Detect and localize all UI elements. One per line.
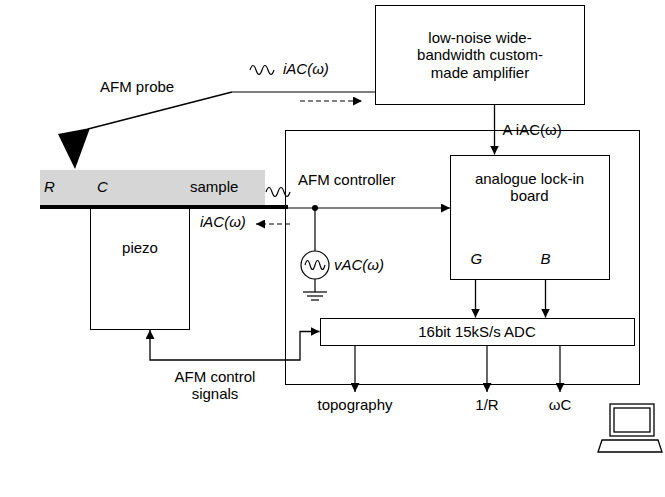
piezo-box: piezo	[90, 209, 190, 330]
signal-label: topography	[317, 396, 392, 413]
sample-band: sample	[40, 170, 265, 205]
node-title: low-noise wide-bandwidth custom-made amp…	[415, 29, 545, 81]
ground-symbol	[303, 292, 327, 300]
node-title: piezo	[122, 239, 158, 256]
signal-label: iAC(ω)	[283, 60, 329, 77]
signal-connector	[545, 280, 546, 318]
probe-wire	[232, 91, 375, 92]
signal-label: C	[97, 178, 108, 195]
part-label: AFM probe	[100, 78, 174, 95]
adc-box: 16bit 15kS/s ADC	[320, 318, 635, 346]
amplifier-box: low-noise wide-bandwidth custom-made amp…	[375, 5, 585, 105]
signal-connector	[150, 330, 320, 360]
signal-label: iAC(ω)	[200, 213, 246, 230]
ground-wire	[314, 279, 315, 292]
signal-name: B	[541, 250, 551, 267]
ac-wave	[266, 188, 290, 197]
node-title: 16bit 15kS/s ADC	[418, 323, 536, 340]
voltage-source	[301, 251, 329, 279]
edge-label: A iAC(ω)	[503, 121, 562, 138]
lockin-box: analogue lock-in boardG B	[450, 155, 610, 280]
source-wave	[305, 261, 325, 270]
signal-name: G	[471, 250, 483, 267]
signal-label: 1/R	[475, 396, 498, 413]
node-title: AFM controller	[298, 171, 396, 188]
ac-wave	[250, 66, 274, 75]
output-arrows	[355, 346, 560, 392]
signal-label: R	[44, 178, 55, 195]
probe-tip	[58, 128, 90, 169]
source-wire	[314, 208, 315, 251]
laptop-icon	[598, 404, 662, 452]
node-title: sample	[190, 178, 238, 195]
signal-label: AFM control signals	[160, 368, 270, 403]
signal-connector	[475, 280, 476, 318]
current-arrow	[300, 100, 362, 101]
node-title: analogue lock-in board	[470, 170, 590, 205]
signal-label: ωC	[549, 396, 572, 413]
signal-label: vAC(ω)	[334, 256, 384, 273]
cantilever	[88, 92, 232, 129]
